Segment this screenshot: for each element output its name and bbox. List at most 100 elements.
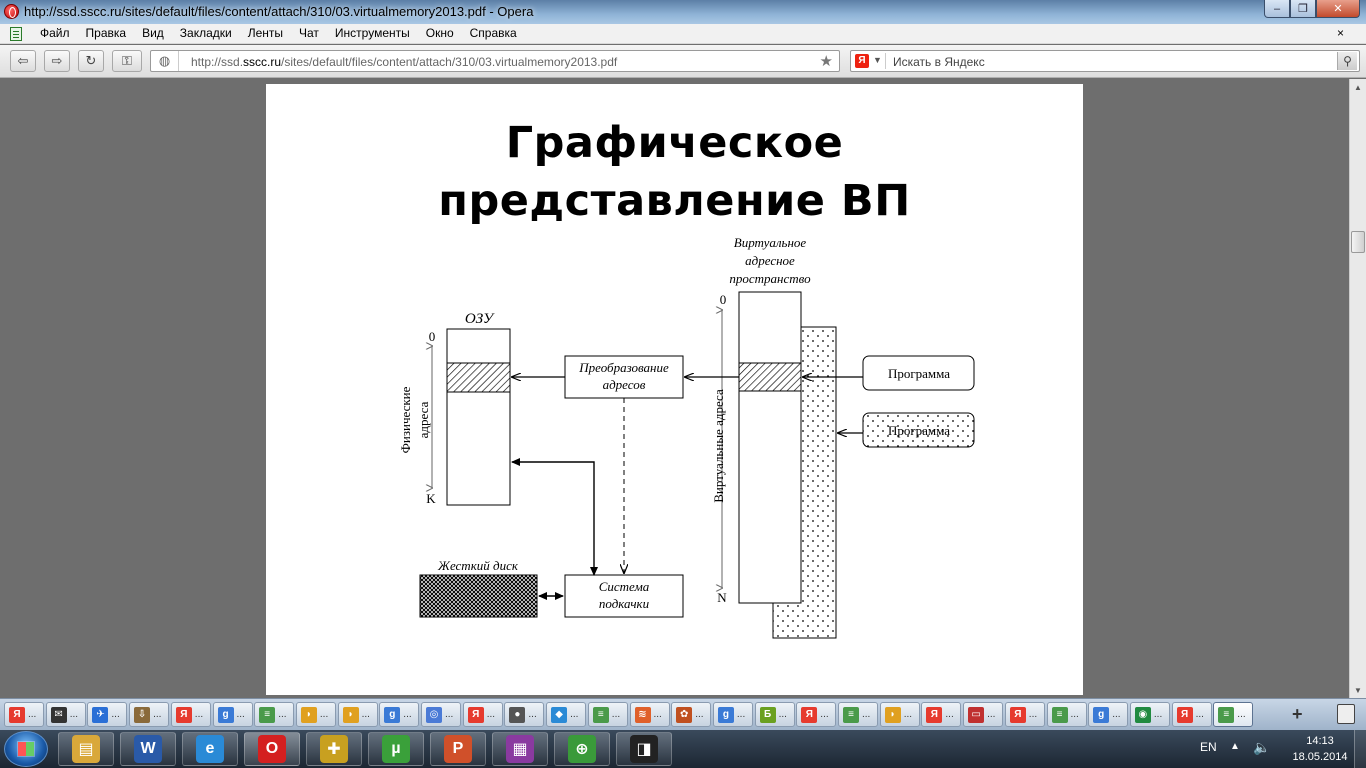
search-field[interactable]: Я ▼ Искать в Яндекс ⚲ [850,50,1360,72]
browser-tab[interactable]: ⇩... [129,702,170,727]
volume-icon[interactable]: 🔈 [1253,739,1271,755]
clock[interactable]: 14:13 18.05.2014 [1290,733,1350,765]
address-field[interactable]: ◍ http://ssd.sscc.ru/sites/default/files… [150,50,840,72]
taskbar-app-button[interactable]: W [120,732,176,766]
browser-tab[interactable]: ≋... [629,702,670,727]
taskbar-app-button[interactable]: ✚ [306,732,362,766]
browser-tab[interactable]: ≡... [1213,702,1254,727]
taskbar-app-button[interactable]: O [244,732,300,766]
browser-tab[interactable]: ≡... [587,702,628,727]
browser-tab[interactable]: g... [212,702,253,727]
browser-tab[interactable]: Я... [921,702,962,727]
close-tab-icon[interactable]: × [1336,26,1344,40]
browser-tab[interactable]: g... [712,702,753,727]
browser-tab[interactable]: ≡... [1046,702,1087,727]
forward-button[interactable]: ⇨ [44,50,70,72]
scroll-up-icon[interactable]: ▲ [1354,82,1362,92]
start-button[interactable] [4,731,48,767]
browser-tab[interactable]: Я... [4,702,44,727]
system-tray: EN ▲ 🔈 14:13 18.05.2014 [1195,730,1366,768]
taskbar-app-button[interactable]: ◨ [616,732,672,766]
browser-tab[interactable]: ▭... [963,702,1004,727]
browser-tab[interactable]: ◗... [295,702,336,727]
search-divider [885,53,886,69]
pdf-page: Графическое представление ВП [266,84,1083,695]
vertical-scrollbar[interactable]: ▲ ▼ [1349,79,1366,698]
phys-addr-label-1: Физические [398,386,413,453]
back-button[interactable]: ⇦ [10,50,36,72]
browser-tab[interactable]: ≡... [254,702,295,727]
menu-chat[interactable]: Чат [299,26,319,40]
yandex-search-icon[interactable]: Я [855,54,869,68]
tab-title: ... [695,709,704,720]
browser-tab[interactable]: Я... [1171,702,1212,727]
tab-title: ... [528,709,537,720]
virtual-space-block [738,291,802,604]
browser-tab[interactable]: Я... [462,702,503,727]
winrar-icon: ▦ [506,735,534,763]
scroll-thumb[interactable] [1351,231,1365,253]
browser-tab[interactable]: ◆... [546,702,587,727]
search-placeholder[interactable]: Искать в Яндекс [893,55,985,69]
menu-view[interactable]: Вид [142,26,164,40]
window-titlebar[interactable]: http://ssd.sscc.ru/sites/default/files/c… [0,0,1366,24]
taskbar-app-button[interactable]: ▦ [492,732,548,766]
tray-expand-icon[interactable]: ▲ [1230,741,1240,752]
browser-tab[interactable]: ●... [504,702,545,727]
yandex-icon: Я [801,706,818,723]
address-url[interactable]: http://ssd.sscc.ru/sites/default/files/c… [191,55,617,69]
browser-tab[interactable]: g... [379,702,420,727]
menu-edit[interactable]: Правка [85,26,127,40]
virtual-space-label-3: пространство [729,271,811,286]
tab-title: ... [278,709,287,720]
translation-label-2: адресов [603,377,646,392]
browser-tab[interactable]: ◗... [879,702,920,727]
browser-tab[interactable]: ✉... [45,702,86,727]
globe-icon[interactable]: ◍ [151,51,179,71]
browser-tab[interactable]: ≡... [838,702,878,727]
reload-button[interactable]: ↻ [78,50,104,72]
menu-help[interactable]: Справка [469,26,517,40]
taskbar-app-button[interactable]: e [182,732,238,766]
trash-icon[interactable] [1337,704,1355,724]
menu-file[interactable]: Файл [40,26,70,40]
panel-toggle-icon[interactable] [10,27,22,41]
taskbar-app-button[interactable]: P [430,732,486,766]
browser-tab[interactable]: ✈... [87,702,128,727]
taskbar-app-button[interactable]: ▤ [58,732,114,766]
browser-tab[interactable]: ◎... [421,702,461,727]
taskbar-app-button[interactable]: µ [368,732,424,766]
wand-key-button[interactable]: ⚿ [112,50,142,72]
browser-tab[interactable]: g... [1088,702,1129,727]
browser-tab[interactable]: ◗... [337,702,378,727]
menu-feeds[interactable]: Ленты [247,26,284,40]
browser-tab[interactable]: Я... [796,702,837,727]
menu-bookmarks[interactable]: Закладки [179,26,232,40]
close-button[interactable]: ✕ [1316,0,1360,18]
bookmark-star-icon[interactable]: ★ [819,53,833,70]
scroll-down-icon[interactable]: ▼ [1354,685,1362,695]
tab-title: ... [1195,709,1204,720]
new-tab-icon[interactable]: + [1292,704,1303,724]
translation-label-1: Преобразование [578,360,669,375]
browser-tab[interactable]: Я... [1004,702,1045,727]
search-engine-dropdown-icon[interactable]: ▼ [873,55,882,65]
browser-tab[interactable]: ✿... [671,702,712,727]
menu-tools[interactable]: Инструменты [334,26,410,40]
language-indicator[interactable]: EN [1200,740,1217,754]
browser-tab[interactable]: Я... [170,702,211,727]
menu-bar: Файл Правка Вид Закладки Ленты Чат Инстр… [0,24,1366,44]
browser-tab[interactable]: Б... [754,702,795,727]
search-icon[interactable]: ⚲ [1337,52,1357,70]
menu-window[interactable]: Окно [425,26,454,40]
maximize-button[interactable]: ❐ [1290,0,1316,18]
ram-block [446,328,511,506]
opera-logo-icon [4,4,19,19]
minimize-button[interactable]: ‒ [1264,0,1290,18]
show-desktop-button[interactable] [1354,730,1366,768]
google-icon: g [717,706,734,723]
browser-tab[interactable]: ◉... [1129,702,1170,727]
taskbar-app-button[interactable]: ⊕ [554,732,610,766]
yandex-icon: Я [1009,706,1026,723]
menu-items: Файл Правка Вид Закладки Ленты Чат Инстр… [40,26,517,40]
